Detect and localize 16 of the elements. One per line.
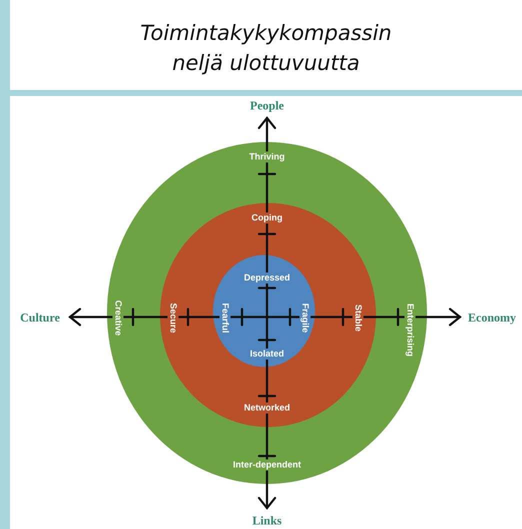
ring-label: Thriving — [248, 152, 286, 162]
ring-label: Isolated — [249, 348, 285, 360]
ring-label: Inter-dependent — [232, 460, 302, 470]
ring-label: Stable — [352, 304, 364, 332]
ring-label: Coping — [250, 212, 284, 224]
ring-label: Enterprising — [404, 302, 416, 358]
axis-label: Economy — [468, 310, 516, 326]
axis-label: Culture — [20, 310, 60, 326]
ring-label: Networked — [243, 402, 291, 414]
axis-label: Links — [252, 514, 282, 528]
ring-label: Depressed — [242, 272, 292, 284]
ring-label: Secure — [168, 302, 178, 334]
ring-label: Creative — [112, 299, 124, 337]
ring-label: Fearful — [220, 302, 230, 334]
ring-label: Fragile — [300, 302, 310, 334]
axis-label: People — [250, 98, 284, 114]
